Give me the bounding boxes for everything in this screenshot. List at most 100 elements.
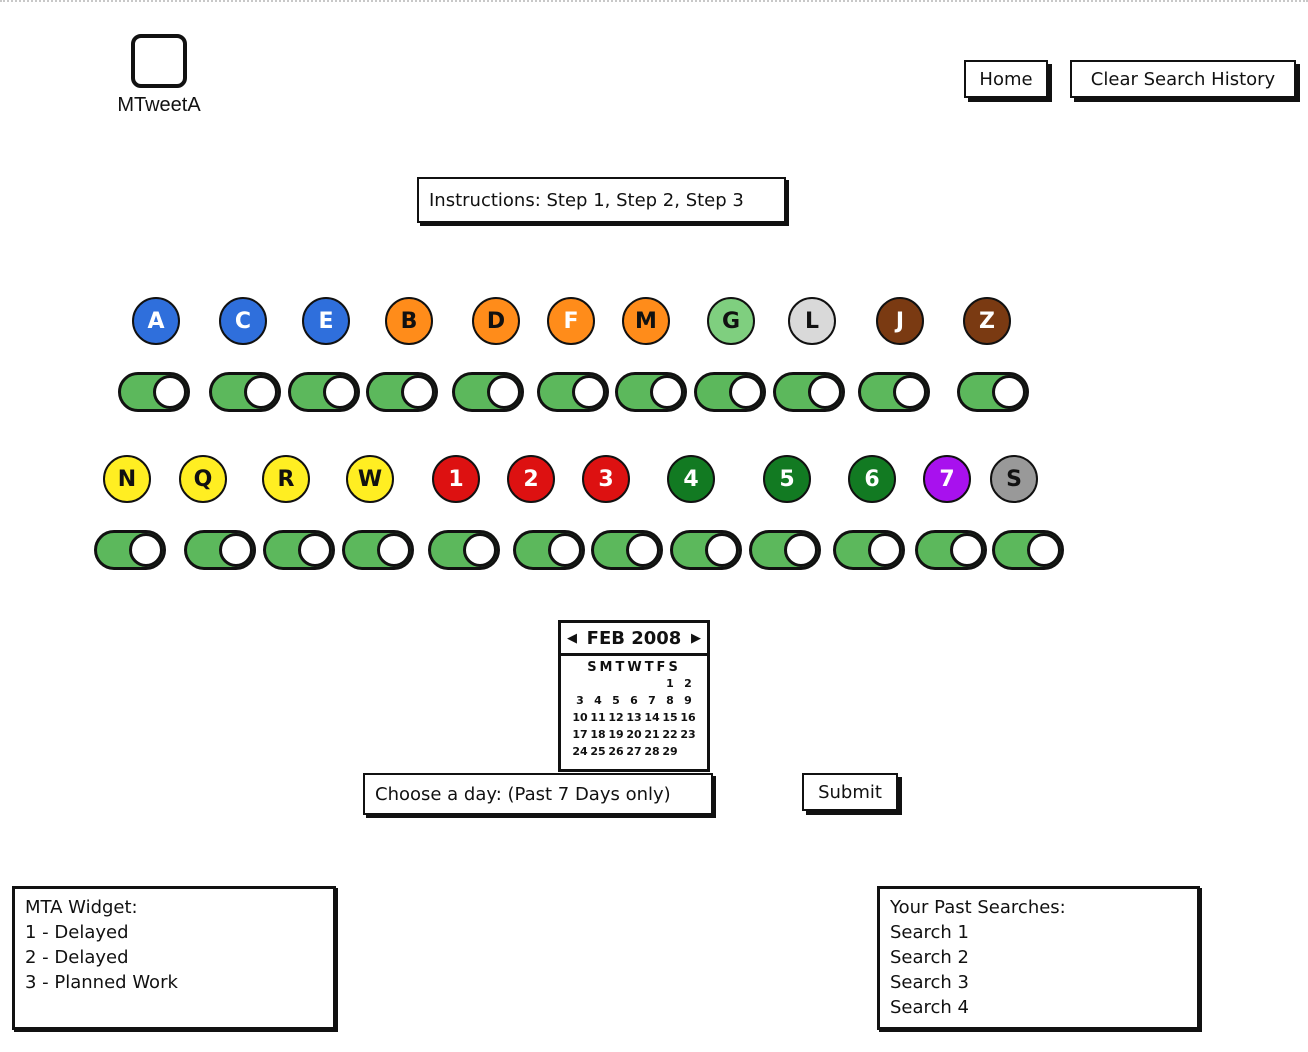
line-badge-n[interactable]: N — [103, 455, 151, 503]
line-badge-4[interactable]: 4 — [667, 455, 715, 503]
calendar-day[interactable]: 28 — [644, 745, 660, 758]
line-badge-2[interactable]: 2 — [507, 455, 555, 503]
calendar-day[interactable]: 14 — [644, 711, 660, 724]
line-toggle-g[interactable] — [694, 372, 766, 412]
calendar-day[interactable]: 8 — [666, 694, 674, 707]
calendar-month-label: FEB 2008 — [586, 627, 682, 649]
line-badge-7[interactable]: 7 — [923, 455, 971, 503]
calendar-day[interactable]: 4 — [594, 694, 602, 707]
app-logo[interactable]: MTweetA — [104, 34, 214, 117]
line-toggle-6[interactable] — [833, 530, 905, 570]
calendar-day[interactable]: 6 — [630, 694, 638, 707]
calendar-day[interactable]: 23 — [680, 728, 696, 741]
line-toggle-f[interactable] — [537, 372, 609, 412]
submit-button[interactable]: Submit — [802, 773, 898, 811]
calendar-day[interactable]: 19 — [608, 728, 624, 741]
line-toggle-7[interactable] — [915, 530, 987, 570]
line-toggle-z[interactable] — [957, 372, 1029, 412]
line-toggle-n[interactable] — [94, 530, 166, 570]
line-badge-b[interactable]: B — [385, 297, 433, 345]
choose-day-input[interactable]: Choose a day: (Past 7 Days only) — [363, 773, 713, 815]
calendar-day[interactable]: 10 — [572, 711, 588, 724]
line-badge-w[interactable]: W — [346, 455, 394, 503]
line-toggle-s[interactable] — [992, 530, 1064, 570]
calendar-day[interactable]: 1 — [666, 677, 674, 690]
line-toggle-r[interactable] — [263, 530, 335, 570]
toggle-knob — [650, 375, 684, 409]
calendar-day[interactable]: 2 — [684, 677, 692, 690]
line-toggle-d[interactable] — [452, 372, 524, 412]
line-toggle-4[interactable] — [670, 530, 742, 570]
line-toggle-q[interactable] — [184, 530, 256, 570]
line-toggle-c[interactable] — [209, 372, 281, 412]
line-toggle-w[interactable] — [342, 530, 414, 570]
line-toggle-5[interactable] — [749, 530, 821, 570]
toggle-knob — [487, 375, 521, 409]
calendar-day[interactable]: 26 — [608, 745, 624, 758]
line-badge-f[interactable]: F — [547, 297, 595, 345]
line-badge-z[interactable]: Z — [963, 297, 1011, 345]
calendar-day[interactable]: 21 — [644, 728, 660, 741]
clear-search-history-button[interactable]: Clear Search History — [1070, 60, 1296, 98]
line-badge-1[interactable]: 1 — [432, 455, 480, 503]
past-search-item[interactable]: Search 3 — [890, 972, 970, 993]
toggle-knob — [129, 533, 163, 567]
past-searches-title: Your Past Searches: — [890, 897, 1066, 918]
calendar-day[interactable]: 20 — [626, 728, 642, 741]
home-button[interactable]: Home — [964, 60, 1048, 98]
calendar-day[interactable]: 9 — [684, 694, 692, 707]
calendar-day[interactable]: 17 — [572, 728, 588, 741]
line-toggle-b[interactable] — [366, 372, 438, 412]
toggle-knob — [784, 533, 818, 567]
prev-month-icon[interactable]: ◀ — [567, 630, 577, 646]
calendar-day[interactable]: 5 — [612, 694, 620, 707]
line-badge-d[interactable]: D — [472, 297, 520, 345]
line-badge-m[interactable]: M — [622, 297, 670, 345]
instructions-box: Instructions: Step 1, Step 2, Step 3 — [417, 177, 786, 223]
line-toggle-2[interactable] — [513, 530, 585, 570]
line-badge-g[interactable]: G — [707, 297, 755, 345]
line-badge-l[interactable]: L — [788, 297, 836, 345]
line-toggle-e[interactable] — [288, 372, 360, 412]
calendar-day[interactable]: 7 — [648, 694, 656, 707]
line-toggle-m[interactable] — [615, 372, 687, 412]
line-toggle-l[interactable] — [773, 372, 845, 412]
calendar-day[interactable]: 11 — [590, 711, 606, 724]
line-badge-e[interactable]: E — [302, 297, 350, 345]
line-toggle-a[interactable] — [118, 372, 190, 412]
line-toggle-1[interactable] — [428, 530, 500, 570]
line-badge-a[interactable]: A — [132, 297, 180, 345]
calendar-day[interactable]: 18 — [590, 728, 606, 741]
calendar-day[interactable]: 27 — [626, 745, 642, 758]
line-badge-s[interactable]: S — [990, 455, 1038, 503]
past-search-item[interactable]: Search 4 — [890, 997, 970, 1018]
line-badge-5[interactable]: 5 — [763, 455, 811, 503]
calendar-day[interactable]: 22 — [662, 728, 678, 741]
calendar-day[interactable]: 3 — [576, 694, 584, 707]
line-badge-3[interactable]: 3 — [582, 455, 630, 503]
calendar-day[interactable]: 13 — [626, 711, 642, 724]
line-badge-j[interactable]: J — [876, 297, 924, 345]
toggle-knob — [548, 533, 582, 567]
line-badge-c[interactable]: C — [219, 297, 267, 345]
toggle-knob — [323, 375, 357, 409]
past-search-item[interactable]: Search 2 — [890, 947, 970, 968]
line-badge-q[interactable]: Q — [179, 455, 227, 503]
calendar-day — [589, 675, 607, 692]
calendar-day[interactable]: 16 — [680, 711, 696, 724]
line-toggle-3[interactable] — [591, 530, 663, 570]
next-month-icon[interactable]: ▶ — [691, 630, 701, 646]
calendar-day[interactable]: 29 — [662, 745, 678, 758]
past-search-item[interactable]: Search 1 — [890, 922, 970, 943]
line-badge-r[interactable]: R — [262, 455, 310, 503]
calendar-day[interactable]: 12 — [608, 711, 624, 724]
calendar-day[interactable]: 15 — [662, 711, 678, 724]
line-badge-6[interactable]: 6 — [848, 455, 896, 503]
past-searches-panel: Your Past Searches: Search 1 Search 2 Se… — [877, 886, 1200, 1030]
line-toggle-j[interactable] — [858, 372, 930, 412]
toggle-knob — [992, 375, 1026, 409]
calendar-day[interactable]: 24 — [572, 745, 588, 758]
calendar-day[interactable]: 25 — [590, 745, 606, 758]
